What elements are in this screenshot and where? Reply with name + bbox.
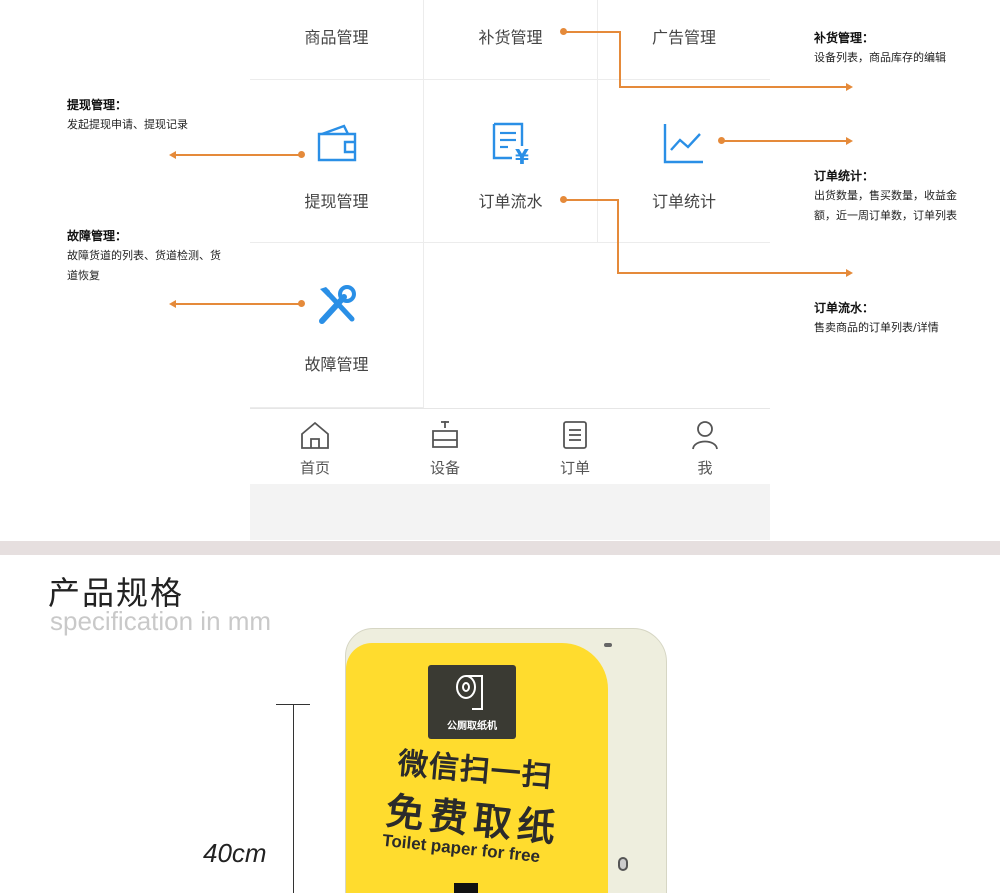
height-dimension-label: 40cm xyxy=(203,838,267,868)
connector-dot xyxy=(718,137,725,144)
grid-item-label: 订单流水 xyxy=(478,192,543,211)
connector-line xyxy=(617,199,619,274)
arrow-left-icon xyxy=(169,151,176,159)
connector-line xyxy=(617,272,847,274)
grid-item-label: 商品管理 xyxy=(304,28,369,47)
dimension-line xyxy=(293,704,294,893)
function-grid: 商品管理 补货管理 广告管理 提现管理 ¥ xyxy=(250,0,770,408)
tab-label: 订单 xyxy=(559,459,590,477)
annotation-desc: 售卖商品的订单列表/详情 xyxy=(814,321,939,334)
annotation-desc: 发起提现申请、提现记录 xyxy=(67,118,188,131)
side-lock-icon xyxy=(618,857,628,871)
indicator-light xyxy=(604,643,612,647)
tab-label: 我 xyxy=(697,459,713,477)
annotation-title: 补货管理： xyxy=(814,31,875,45)
product-image: 公厕取纸机 微信扫一扫 免费取纸 Toilet paper for free xyxy=(345,628,667,893)
annotation-desc: 故障货道的列表、货道检测、货 xyxy=(67,249,221,262)
tab-me[interactable]: 我 xyxy=(640,409,770,485)
grid-item-order-flow[interactable]: ¥ 订单流水 xyxy=(424,80,598,243)
grid-item-withdraw[interactable]: 提现管理 xyxy=(250,80,424,243)
annotation-orders: 订单流水： 售卖商品的订单列表/详情 xyxy=(814,298,994,338)
grid-item-label: 故障管理 xyxy=(304,355,369,374)
home-icon xyxy=(301,421,329,449)
grid-item-order-stats[interactable]: 订单统计 xyxy=(598,80,770,243)
connector-dot xyxy=(560,28,567,35)
annotation-desc: 出货数量，售买数量，收益金 xyxy=(814,189,957,202)
arrow-right-icon xyxy=(846,83,853,91)
arrow-right-icon xyxy=(846,137,853,145)
connector-dot xyxy=(298,151,305,158)
paper-slot xyxy=(454,883,478,893)
annotation-stats: 订单统计： 出货数量，售买数量，收益金 额，近一周订单数，订单列表 xyxy=(814,166,1000,226)
annotation-desc: 额，近一周订单数，订单列表 xyxy=(814,209,957,222)
spec-title: 产品规格 xyxy=(48,574,185,612)
grid-item-restock[interactable]: 补货管理 xyxy=(424,0,598,80)
annotation-fault: 故障管理： 故障货道的列表、货道检测、货 道恢复 xyxy=(67,226,247,286)
annotation-withdraw: 提现管理： 发起提现申请、提现记录 xyxy=(67,95,247,135)
connector-line xyxy=(564,31,620,33)
front-panel: 公厕取纸机 微信扫一扫 免费取纸 Toilet paper for free xyxy=(346,643,608,893)
tab-home[interactable]: 首页 xyxy=(250,409,380,485)
wallet-icon xyxy=(317,124,356,162)
tab-orders[interactable]: 订单 xyxy=(510,409,640,485)
line-chart-icon xyxy=(663,124,703,164)
phone-screen: 商品管理 补货管理 广告管理 提现管理 ¥ xyxy=(250,0,770,540)
order-list-icon xyxy=(563,421,587,449)
connector-line xyxy=(564,199,618,201)
grid-item-products[interactable]: 商品管理 xyxy=(250,0,424,80)
product-badge: 公厕取纸机 xyxy=(428,665,516,739)
invoice-yuan-icon: ¥ xyxy=(492,122,529,166)
annotation-title: 提现管理： xyxy=(67,98,128,112)
annotation-restock: 补货管理： 设备列表，商品库存的编辑 xyxy=(814,28,994,68)
arrow-left-icon xyxy=(169,300,176,308)
connector-line xyxy=(176,303,300,305)
connector-dot xyxy=(560,196,567,203)
tab-label: 首页 xyxy=(299,459,330,477)
connector-line xyxy=(722,140,847,142)
tools-icon xyxy=(318,285,356,324)
toilet-paper-icon xyxy=(456,675,483,710)
connector-line xyxy=(619,31,621,88)
device-icon xyxy=(432,421,458,448)
connector-dot xyxy=(298,300,305,307)
grid-item-label: 订单统计 xyxy=(651,192,716,211)
grid-item-label: 提现管理 xyxy=(304,192,369,211)
arrow-right-icon xyxy=(846,269,853,277)
bottom-tab-bar: 首页 设备 订单 我 xyxy=(250,408,770,484)
user-icon xyxy=(692,421,718,450)
phone-bottom-area xyxy=(250,484,770,540)
tab-label: 设备 xyxy=(429,459,460,477)
connector-line xyxy=(176,154,300,156)
annotation-title: 订单统计： xyxy=(814,169,875,183)
grid-item-fault[interactable]: 故障管理 xyxy=(250,243,424,408)
svg-text:¥: ¥ xyxy=(515,145,529,166)
grid-item-label: 广告管理 xyxy=(651,28,716,47)
annotation-title: 订单流水： xyxy=(814,301,875,315)
grid-item-ads[interactable]: 广告管理 xyxy=(598,0,770,80)
annotation-title: 故障管理： xyxy=(67,229,128,243)
badge-text: 公厕取纸机 xyxy=(447,721,497,732)
grid-item-label: 补货管理 xyxy=(478,28,543,47)
tab-device[interactable]: 设备 xyxy=(380,409,510,485)
annotation-desc: 道恢复 xyxy=(67,269,100,282)
section-divider xyxy=(0,541,1000,555)
annotation-desc: 设备列表，商品库存的编辑 xyxy=(814,51,946,64)
spec-subtitle: specification in mm xyxy=(50,606,272,636)
connector-line xyxy=(619,86,847,88)
